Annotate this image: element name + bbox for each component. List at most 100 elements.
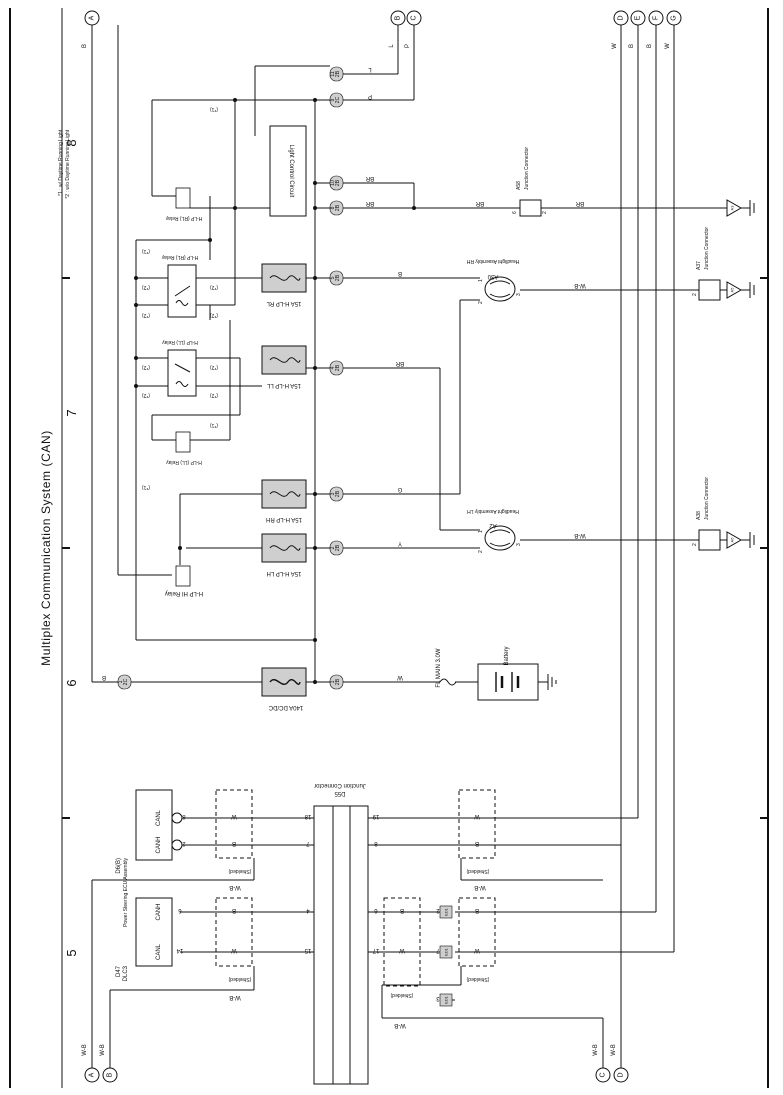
grid-number-6: 6 <box>64 679 79 686</box>
svg-text:18: 18 <box>304 813 311 819</box>
relay-variant-labels: (*1) (*2) (*2) (*2) (*2) (*2) (*2) (*2) … <box>142 106 218 490</box>
connector-top-f: F <box>648 10 664 26</box>
svg-text:A3: A3 <box>730 205 735 211</box>
svg-text:11: 11 <box>330 71 336 76</box>
svg-text:W-B: W-B <box>593 1044 599 1056</box>
svg-text:D6(B): D6(B) <box>116 858 122 874</box>
svg-text:B: B <box>400 907 404 913</box>
svg-text:W: W <box>665 43 671 49</box>
connector-top-e: E <box>630 10 646 26</box>
relay-hlp-rl-1: H-LP (RL) Relay <box>161 254 198 318</box>
svg-text:(Shielded): (Shielded) <box>390 992 413 998</box>
svg-text:B: B <box>647 44 653 48</box>
grid-markers: 8 7 6 5 <box>62 139 768 957</box>
svg-text:H-LP (LL) Relay: H-LP (LL) Relay <box>166 459 202 465</box>
svg-text:W-B: W-B <box>611 1044 617 1056</box>
svg-text:8: 8 <box>374 840 378 846</box>
svg-text:Headlight Assembly LH: Headlight Assembly LH <box>467 508 519 514</box>
svg-text:H-LP (LL) Relay: H-LP (LL) Relay <box>162 339 198 345</box>
svg-text:D55: D55 <box>334 790 346 796</box>
svg-text:(*2): (*2) <box>142 392 150 398</box>
connector-top-c: C <box>406 10 422 26</box>
svg-text:2: 2 <box>478 550 484 553</box>
svg-text:2: 2 <box>542 211 548 214</box>
svg-text:9: 9 <box>330 98 336 101</box>
connector-bottom-d: D <box>613 1067 629 1083</box>
battery: Battery <box>477 646 557 701</box>
svg-text:Junction Connector: Junction Connector <box>704 227 710 270</box>
junction-connector-a37: A37 Junction Connector <box>696 227 721 301</box>
svg-text:A: A <box>89 15 96 20</box>
svg-text:6: 6 <box>512 211 518 214</box>
connector-top-d: D <box>613 10 629 26</box>
dlc3: CANH CANL D47 DLC3 <box>116 897 173 981</box>
note-2: *2 : w/o Daytime Running Light <box>65 129 71 198</box>
svg-text:140A DC/DC: 140A DC/DC <box>268 704 303 710</box>
svg-text:Y: Y <box>398 540 402 546</box>
relay-hlp-ll-1: H-LP (LL) Relay <box>162 339 198 397</box>
svg-text:D: D <box>618 15 625 20</box>
svg-text:A38: A38 <box>696 511 702 520</box>
svg-text:Light Control Circuit: Light Control Circuit <box>288 145 294 198</box>
svg-text:A2: A2 <box>489 522 497 528</box>
svg-text:ED1: ED1 <box>444 995 449 1004</box>
svg-text:DLC3: DLC3 <box>123 965 129 981</box>
svg-text:2B: 2B <box>335 678 341 685</box>
svg-text:BR: BR <box>365 200 374 206</box>
svg-text:4: 4 <box>306 907 310 913</box>
svg-text:BR: BR <box>575 200 584 206</box>
svg-text:B: B <box>475 840 479 846</box>
fuse-15a-hlp-rl: 15A H-LP RL <box>261 263 307 306</box>
svg-text:8: 8 <box>330 206 336 209</box>
ground-a3: A3 <box>726 199 755 217</box>
headlight-assembly-rh: A30 Headlight Assembly RH <box>466 258 519 302</box>
svg-text:1: 1 <box>478 279 484 282</box>
svg-text:1: 1 <box>118 680 124 683</box>
svg-text:B: B <box>395 15 402 20</box>
connector-bottom-a: A <box>84 1067 100 1083</box>
svg-text:15A H-LP LH: 15A H-LP LH <box>267 570 302 576</box>
light-control-circuit: Light Control Circuit <box>269 125 307 217</box>
svg-text:H-LP HI Relay: H-LP HI Relay <box>165 590 203 596</box>
svg-text:A6: A6 <box>730 537 735 543</box>
svg-text:Headlight Assembly RH: Headlight Assembly RH <box>466 258 519 264</box>
svg-text:C: C <box>411 15 418 20</box>
svg-text:CANL: CANL <box>156 943 162 960</box>
svg-text:(*2): (*2) <box>142 364 150 370</box>
note-1: *1 : w/ Daytime Running Light <box>58 129 64 195</box>
svg-text:Power Steering ECU Assembly: Power Steering ECU Assembly <box>123 858 129 927</box>
svg-text:1: 1 <box>478 530 484 533</box>
svg-text:3: 3 <box>436 995 440 1001</box>
grid-number-8: 8 <box>64 139 79 146</box>
fuse-15a-hlp-lh: 15A H-LP LH <box>261 533 307 576</box>
svg-text:W: W <box>474 813 480 819</box>
svg-text:15A H-LP LL: 15A H-LP LL <box>266 382 301 388</box>
svg-text:B: B <box>102 674 106 680</box>
svg-text:2C: 2C <box>123 678 129 685</box>
svg-text:2: 2 <box>692 543 698 546</box>
svg-text:2: 2 <box>478 301 484 304</box>
svg-text:W-B: W-B <box>474 884 486 890</box>
svg-text:2C: 2C <box>335 96 341 103</box>
svg-text:(*2): (*2) <box>142 284 150 290</box>
svg-text:CANH: CANH <box>156 903 162 920</box>
svg-text:7: 7 <box>436 947 440 953</box>
svg-text:2: 2 <box>330 546 336 549</box>
svg-text:L: L <box>368 66 372 72</box>
svg-text:6: 6 <box>374 907 378 913</box>
svg-text:(*1): (*1) <box>210 106 218 112</box>
svg-text:A37: A37 <box>696 261 702 270</box>
svg-text:P: P <box>368 93 372 99</box>
grid-number-5: 5 <box>64 949 79 956</box>
svg-text:L: L <box>389 44 395 48</box>
svg-text:W-B: W-B <box>574 532 586 538</box>
svg-text:3: 3 <box>330 492 336 495</box>
svg-text:15A H-LP RH: 15A H-LP RH <box>266 516 302 522</box>
svg-text:H-LP (RL) Relay: H-LP (RL) Relay <box>165 215 202 221</box>
headlight-assembly-lh: A2 Headlight Assembly LH <box>467 508 519 551</box>
svg-text:A5: A5 <box>730 287 735 293</box>
component-pin-numbers: 1 2 3 1 2 3 6 2 2 2 <box>478 211 698 553</box>
svg-text:Junction Connector: Junction Connector <box>524 147 530 190</box>
svg-text:15A H-LP RL: 15A H-LP RL <box>266 300 302 306</box>
svg-text:(Shielded): (Shielded) <box>466 976 489 982</box>
